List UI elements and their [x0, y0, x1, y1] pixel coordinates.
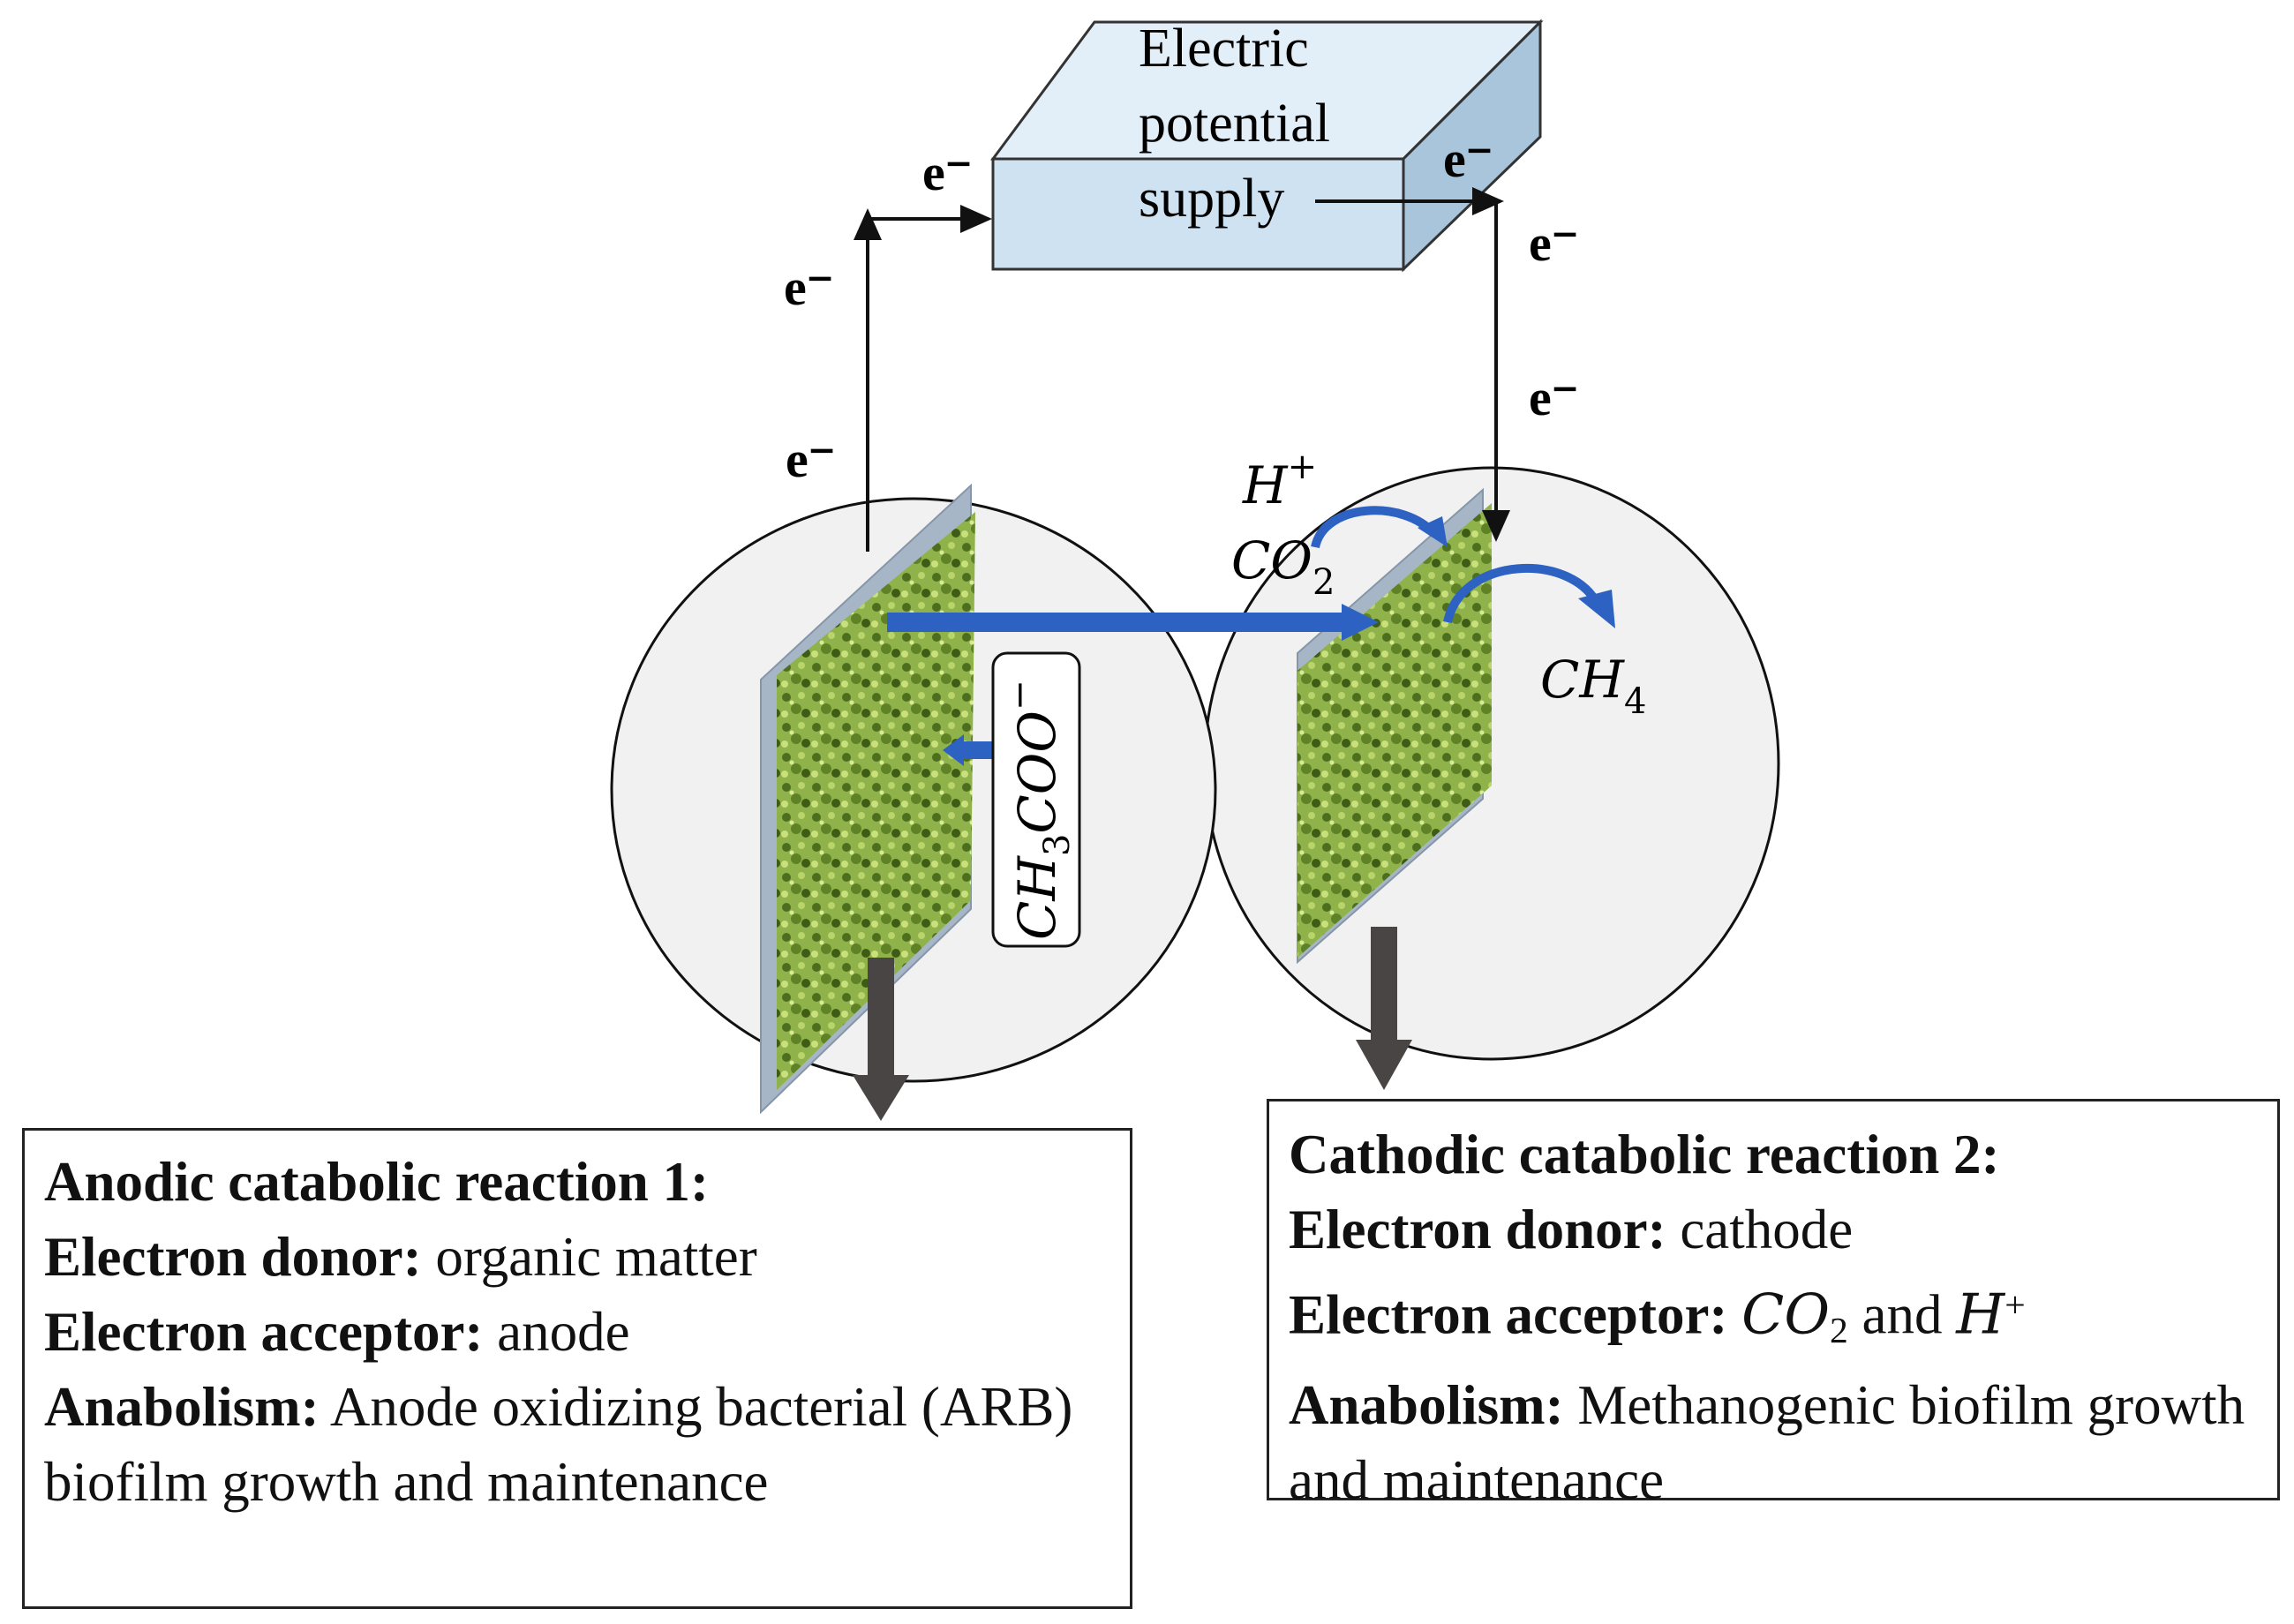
supply-label-line3: supply	[1139, 169, 1284, 229]
supply-label-line2: potential	[1139, 94, 1330, 154]
substrate-curved-arrow	[1311, 506, 1438, 549]
methane-curved-arrowhead	[1578, 590, 1615, 628]
substrate-curved-arrowhead	[1418, 516, 1448, 547]
anode-electrode	[760, 483, 975, 1115]
cathodic-donor: Electron donor: cathode	[1289, 1199, 1854, 1260]
cathode-electrode	[1297, 487, 1492, 965]
methane-curved-arrow	[1443, 563, 1602, 624]
cathodic-anabolism: Anabolism: Methanogenic biofilm growth a…	[1289, 1374, 2245, 1512]
cathodic-acceptor: Electron acceptor: CO2 and H+	[1289, 1282, 2026, 1351]
anodic-anabolism: Anabolism: Anode oxidizing bacterial (AR…	[44, 1376, 1073, 1513]
cathode-biofilm	[1297, 503, 1492, 958]
acetate-formula: CH3COO−	[997, 680, 1078, 940]
electron-label-top-left: e⁻	[922, 144, 972, 201]
co2-label: CO2	[1231, 530, 1335, 603]
anode-biofilm	[777, 512, 975, 1090]
electron-label-right-lower: e⁻	[1529, 369, 1578, 426]
anodic-reaction-box: Anodic catabolic reaction 1: Electron do…	[22, 1128, 1132, 1609]
anode-down-arrow	[853, 958, 909, 1121]
cathode-down-arrow	[1356, 927, 1412, 1090]
proton-label: H+	[1242, 447, 1317, 515]
supply-label-line1: Electric	[1139, 19, 1309, 79]
anodic-donor: Electron donor: organic matter	[44, 1226, 757, 1288]
interchamber-transfer-arrow	[887, 604, 1379, 641]
electron-label-left-lower: e⁻	[786, 431, 835, 488]
power-supply-box	[990, 19, 1544, 273]
electron-label-right-upper: e⁻	[1529, 214, 1578, 272]
cathodic-title: Cathodic catabolic reaction 2:	[1289, 1124, 2000, 1185]
acetate-label-box	[991, 651, 1081, 948]
cathodic-reaction-box: Cathodic catabolic reaction 2: Electron …	[1267, 1099, 2280, 1511]
anodic-title: Anodic catabolic reaction 1:	[44, 1151, 709, 1213]
electron-label-left-upper: e⁻	[784, 259, 833, 316]
methane-label: CH4	[1540, 650, 1646, 722]
electron-label-supply-side: e⁻	[1443, 131, 1493, 188]
anodic-acceptor: Electron acceptor: anode	[44, 1301, 630, 1363]
